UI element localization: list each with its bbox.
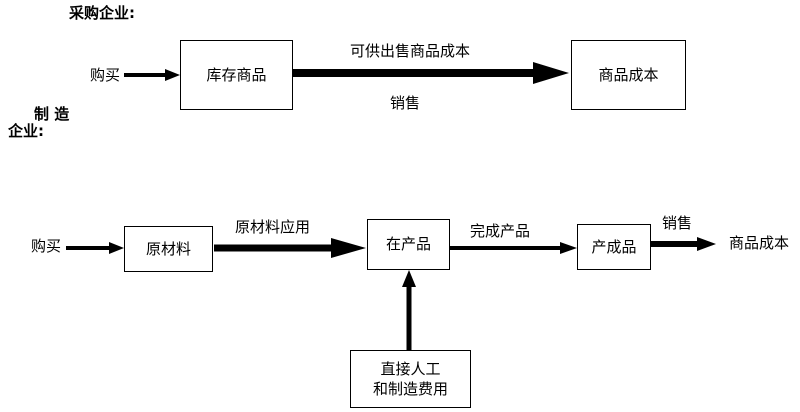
arrow-labor-to-wip (402, 270, 416, 350)
manufacturing-heading-line2: 企业: (8, 122, 44, 140)
trading-sales-label: 销售 (390, 94, 421, 112)
raw-materials-used-label: 原材料应用 (235, 218, 311, 236)
arrow-wip-to-fg (450, 242, 577, 254)
labor-overhead-box: 直接人工 和制造费用 (350, 350, 471, 408)
manufacturing-heading-line1: 制 造 (34, 105, 70, 123)
finished-goods-box-label: 产成品 (591, 237, 637, 256)
arrow-purchase-to-raw (66, 242, 124, 254)
wip-box-label: 在产品 (385, 235, 431, 254)
inventory-box: 库存商品 (180, 40, 293, 110)
labor-overhead-line2: 和制造费用 (372, 380, 448, 398)
cost-of-goods-available-label: 可供出售商品成本 (350, 42, 471, 60)
inventory-box-label: 库存商品 (206, 65, 267, 84)
completed-goods-label: 完成产品 (470, 222, 531, 240)
arrow-purchase-to-inventory (124, 69, 180, 81)
wip-box: 在产品 (367, 219, 450, 270)
arrow-fg-to-output (651, 237, 716, 251)
manufacturing-sales-label: 销售 (662, 214, 693, 232)
manufacturing-purchase-label: 购买 (31, 237, 62, 255)
arrow-inventory-to-cost (293, 62, 569, 84)
raw-materials-box: 原材料 (124, 226, 213, 272)
finished-goods-box: 产成品 (577, 224, 651, 270)
raw-materials-box-label: 原材料 (145, 239, 191, 258)
arrow-raw-to-wip (214, 238, 366, 258)
labor-overhead-line1: 直接人工 (380, 359, 441, 378)
trading-cost-box-label: 商品成本 (598, 65, 659, 84)
trading-cost-box: 商品成本 (571, 40, 686, 110)
trading-heading: 采购企业: (69, 4, 135, 22)
manufacturing-cost-label: 商品成本 (729, 234, 790, 252)
trading-purchase-label: 购买 (90, 66, 121, 84)
